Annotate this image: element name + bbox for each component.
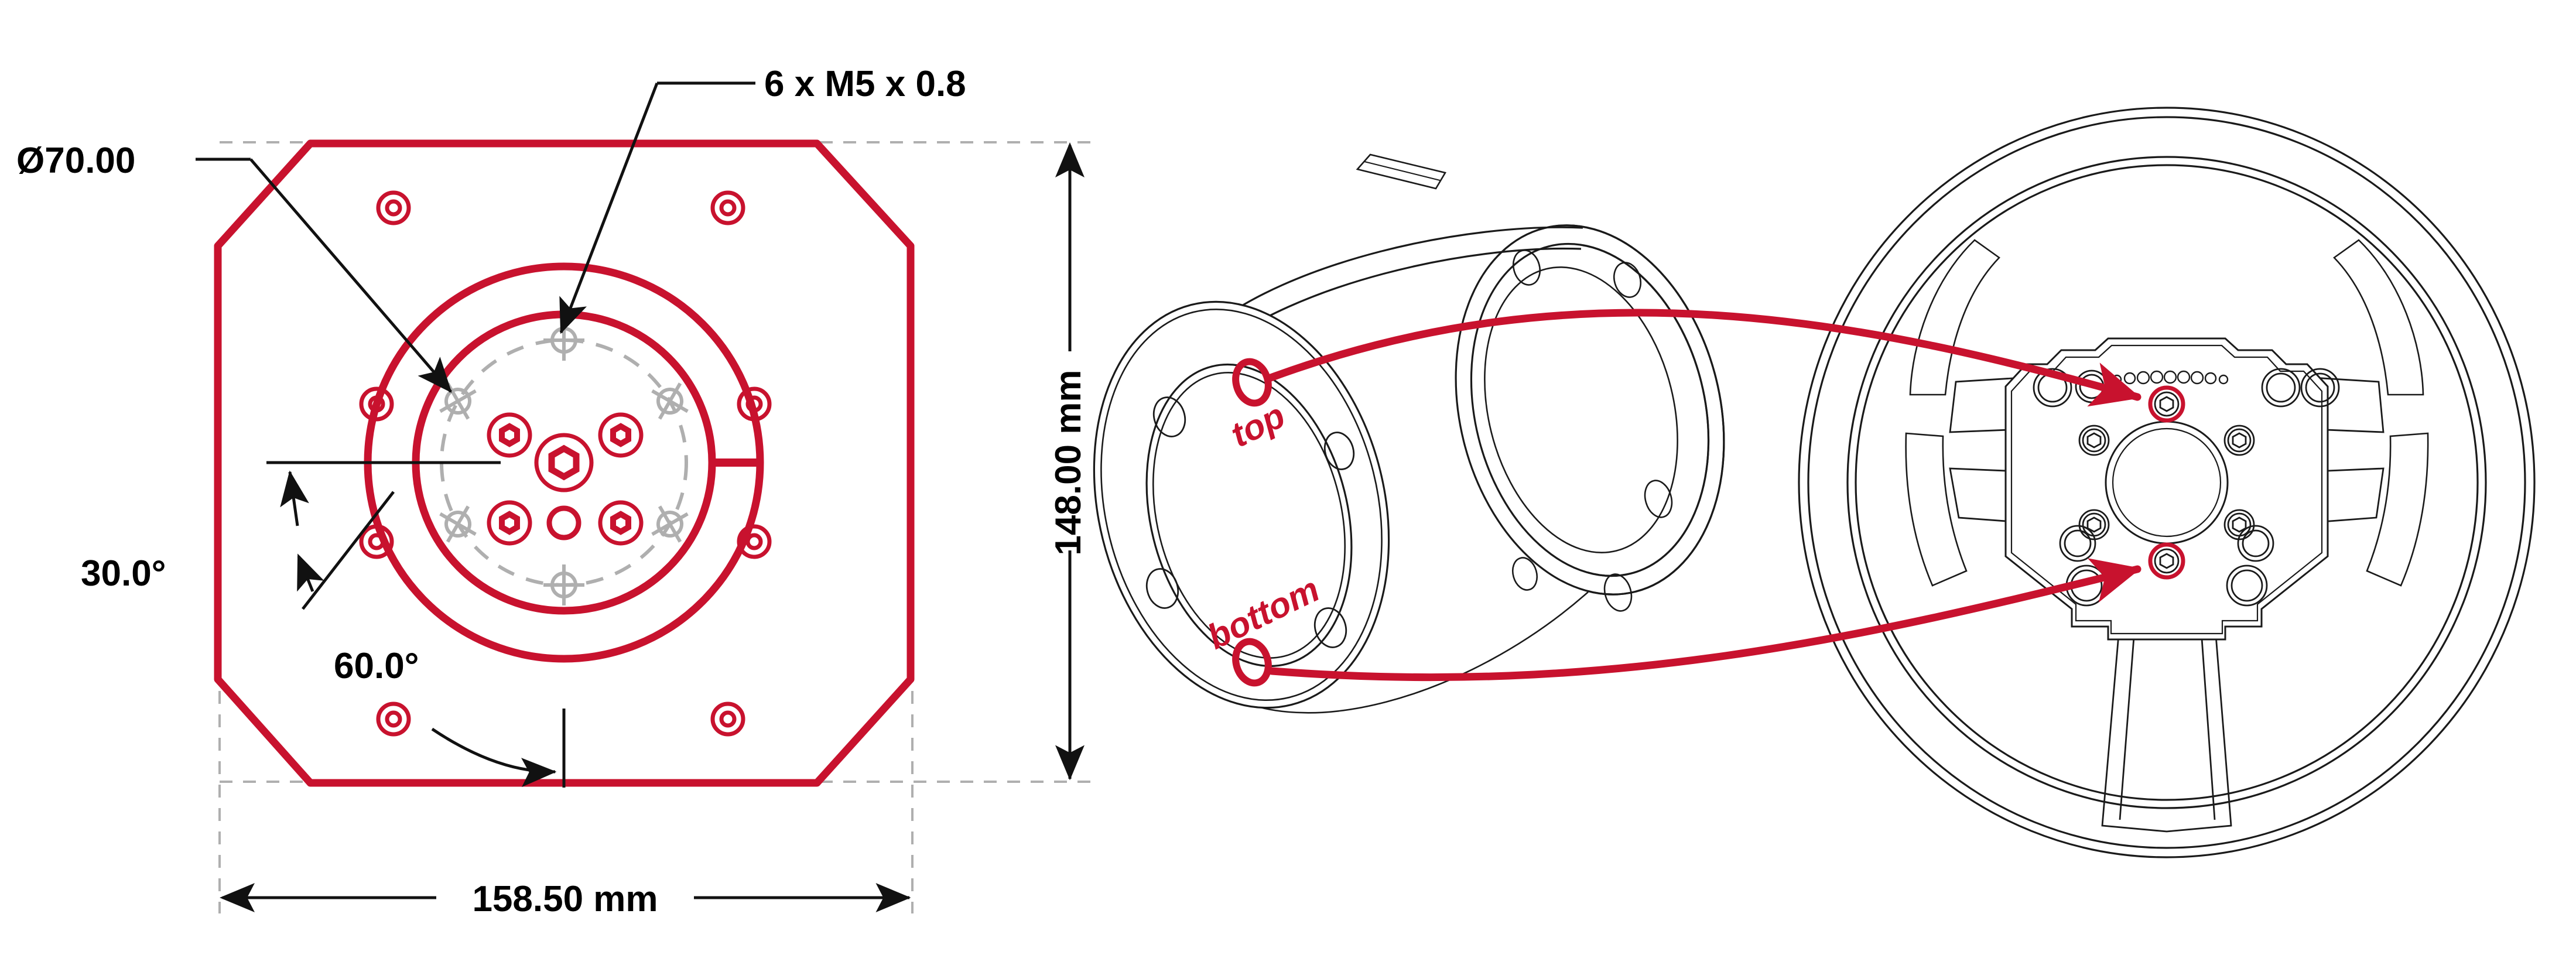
front-flange-bore-2 [1152,372,1346,659]
angle-30-label: 30.0° [81,553,166,594]
center-screw [598,500,644,546]
barrel-top-tab-line [1364,161,1441,181]
diameter-dimension-label: Ø70.00 [16,141,135,181]
flange-hole [1313,607,1347,648]
plate-bolt-inner [385,199,402,217]
angle-30-dimension [266,461,501,610]
plate-bolt-inner [719,199,737,217]
wheel-button-inner [2305,372,2335,403]
adapter-plate-outline [214,139,915,787]
center-mark [439,505,477,543]
center-small-hole [546,505,581,540]
center-large-screw [534,433,594,492]
wheel-rim-outer [1798,107,2536,858]
wheel-button [2237,525,2274,562]
plate-bolt-outer [376,190,411,225]
flange-hole [1512,249,1541,286]
flange-hole [1152,396,1186,437]
rear-flange-inner-top [1470,242,1710,577]
leader-angled [559,83,659,334]
angle-30-arrow-b [297,553,324,592]
flange-hole [1644,480,1673,518]
front-flange-holes [1145,396,1355,648]
front-flange-bore [1145,363,1353,668]
angle-60-arc-arrow [431,727,557,788]
front-flange-outer-2 [1100,309,1383,701]
plate-bolt-outer [359,386,394,422]
plate-bolt-outer [710,701,745,737]
mapping-arrows [1267,309,2141,682]
center-screw-cluster [487,412,644,546]
hub-bolt [2078,425,2110,456]
bolt-circle-center-marks [439,320,689,605]
thread-callout-label: 6 x M5 x 0.8 [764,64,966,104]
bottom-mapping-arrow [1268,558,2141,682]
wheel-button [2261,368,2301,408]
plate-bolt-inner [385,710,402,728]
wheel-rim-inner [1846,156,2487,809]
barrel-top-tab [1356,153,1447,190]
angle-60-dimension [431,709,566,788]
wheel-grip-segments [1905,239,2429,587]
wheel-button-inner [2266,372,2296,403]
wheel-button [2300,368,2340,408]
wheel-button [2033,368,2072,408]
leader-angled [249,158,452,393]
rear-flange-bore [1484,266,1678,553]
center-mark [651,382,689,420]
width-dimension-label: 158.50 mm [472,879,658,919]
wheel-rim-outer-2 [1807,116,2526,849]
flange-hole [1511,557,1538,591]
steering-wheel [1798,107,2536,858]
plate-bolt-outer [737,524,772,559]
plate-bolt-outer [376,701,411,737]
front-view-group: Ø70.00 6 x M5 x 0.8 30.0° 60.0° [16,64,1101,919]
wheel-bottom-bolt-highlight [2148,542,2185,580]
barrel-top-edge [1205,226,1583,332]
front-flange-outer [1093,300,1390,709]
flange-hole [1603,573,1633,612]
wheel-button [2226,564,2268,607]
wheel-button-inner [2231,569,2263,602]
flange-hole [1323,432,1355,470]
center-screw [487,412,532,458]
angle-30-ref-line [302,491,395,610]
angle-60-label: 60.0° [334,646,419,686]
wheel-top-bolt [2154,391,2180,417]
center-mark [651,505,689,543]
wheel-top-bolt-highlight [2148,385,2185,423]
wheel-button [2059,525,2096,562]
flange-hole [1145,568,1179,609]
wheel-button-inner [2064,529,2092,557]
height-dimension-label: 148.00 mm [1048,369,1089,555]
flange-hole [1613,262,1642,298]
thread-callout-leader [559,81,755,334]
wheel-hub-plate [2004,337,2329,641]
center-screw [598,412,644,458]
wheel-bottom-bolt [2154,548,2180,574]
angle-30-arrow [280,470,309,526]
center-mark [543,564,584,605]
plate-bolt-inner [745,533,763,550]
rear-flange-outer-top [1455,224,1725,596]
center-screw [487,500,532,546]
wheel-highlighted-bolts [2148,385,2185,580]
wheel-rim-inner-2 [1855,164,2479,801]
plate-bolt-inner [719,710,737,728]
plate-bolt-outer [710,190,745,225]
top-mapping-arrow [1267,309,2141,407]
bottom-hole-highlight [1232,638,1272,687]
rear-flange-holes [1511,249,1673,612]
iso-view-group: top bottom [1093,107,2536,858]
wheel-center-bore-2 [2112,427,2222,538]
wheel-button-inner [2242,529,2270,557]
hub-adapter [1093,153,1725,714]
hub-bolt [2223,425,2255,456]
diameter-leader [196,158,452,393]
